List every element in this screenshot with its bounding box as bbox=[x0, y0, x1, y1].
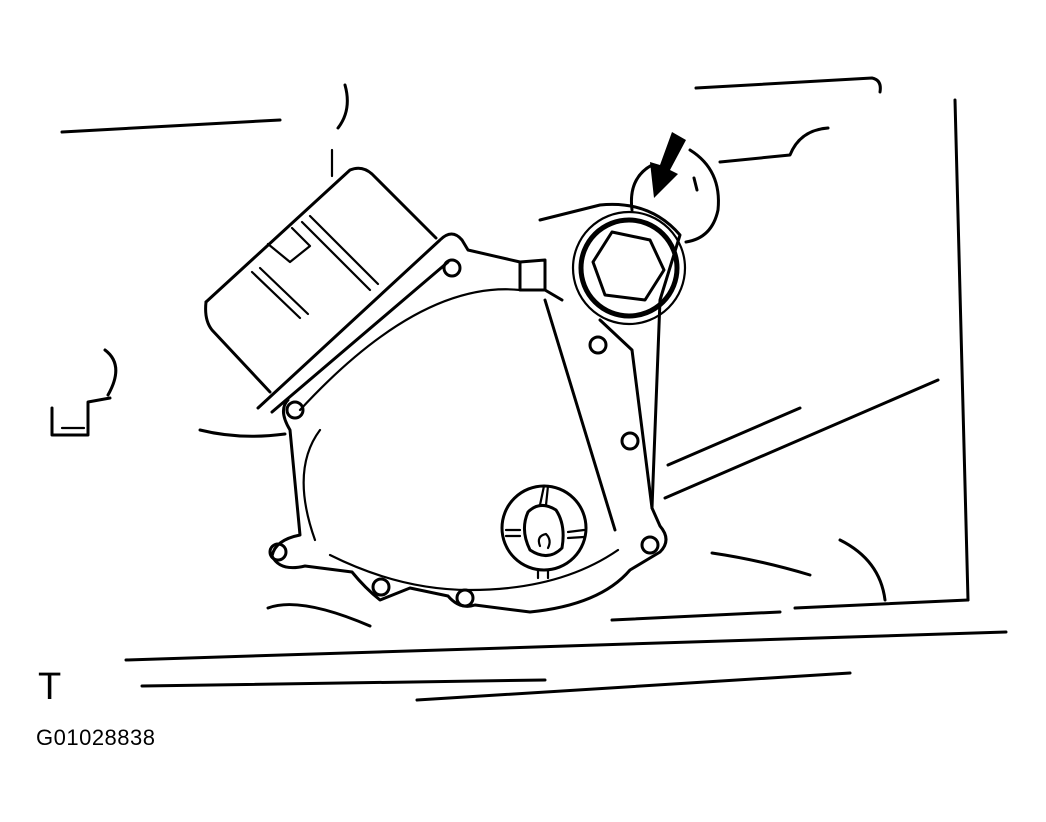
orientation-mark: T bbox=[38, 666, 62, 708]
arrow-icon bbox=[650, 132, 686, 198]
bolt-holes bbox=[268, 258, 660, 608]
control-shaft bbox=[500, 484, 588, 580]
pivot-bolt bbox=[571, 210, 687, 326]
callout bbox=[629, 132, 720, 244]
figure-id: G01028838 bbox=[36, 725, 156, 750]
transmission-case-outline bbox=[50, 76, 1008, 702]
switch-housing-plate bbox=[256, 202, 682, 614]
connector-body bbox=[204, 166, 438, 394]
